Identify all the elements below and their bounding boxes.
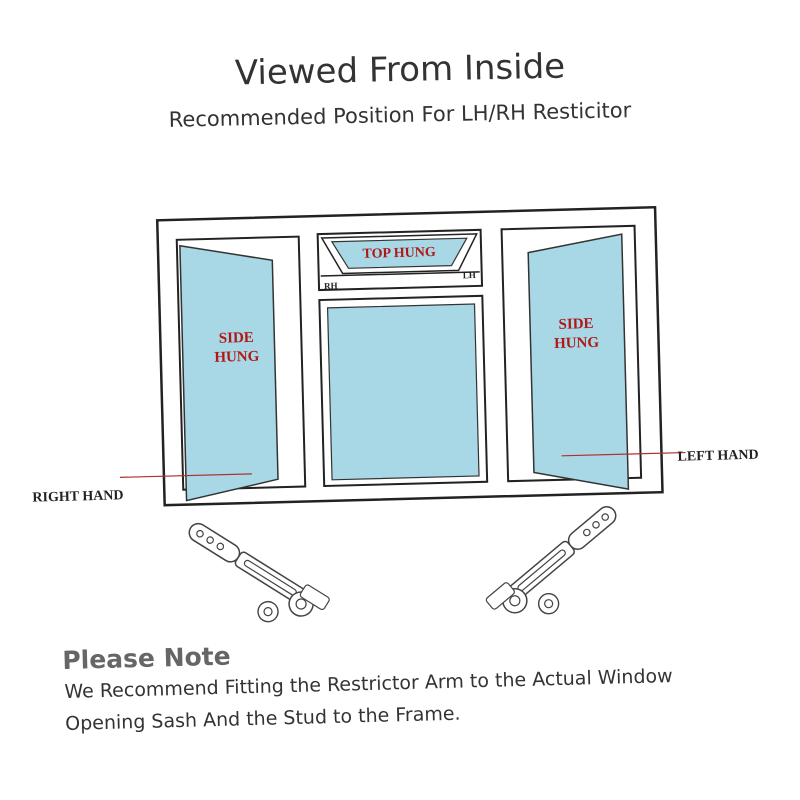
top-hung-glass xyxy=(330,237,468,269)
right-hand-pointer-line xyxy=(119,473,252,478)
right-hand-label: RIGHT HAND xyxy=(32,488,124,505)
top-hung-label: TOP HUNG xyxy=(362,245,436,262)
middle-pane-glass xyxy=(326,303,480,481)
left-sash-label-line1: SIDE xyxy=(219,330,254,347)
top-hung-sill-line xyxy=(320,271,480,277)
left-sash-frame xyxy=(175,235,307,491)
left-sash-glass xyxy=(179,244,279,502)
left-hand-label: LEFT HAND xyxy=(677,448,758,465)
right-sash-glass xyxy=(527,233,630,490)
right-hand-restrictor-icon xyxy=(188,522,330,623)
left-hand-pointer-line xyxy=(561,451,686,457)
rh-label: RH xyxy=(324,281,338,291)
middle-pane-frame xyxy=(318,294,489,488)
left-sash-label-line2: HUNG xyxy=(214,349,260,366)
right-sash-label-line2: HUNG xyxy=(554,335,600,352)
left-hand-restrictor-icon xyxy=(485,506,617,615)
right-sash-label-line1: SIDE xyxy=(558,316,593,333)
lh-label: LH xyxy=(463,270,476,280)
top-hung-frame xyxy=(316,228,484,292)
note-heading: Please Note xyxy=(62,641,231,675)
top-hung-sash-outline xyxy=(320,233,478,275)
